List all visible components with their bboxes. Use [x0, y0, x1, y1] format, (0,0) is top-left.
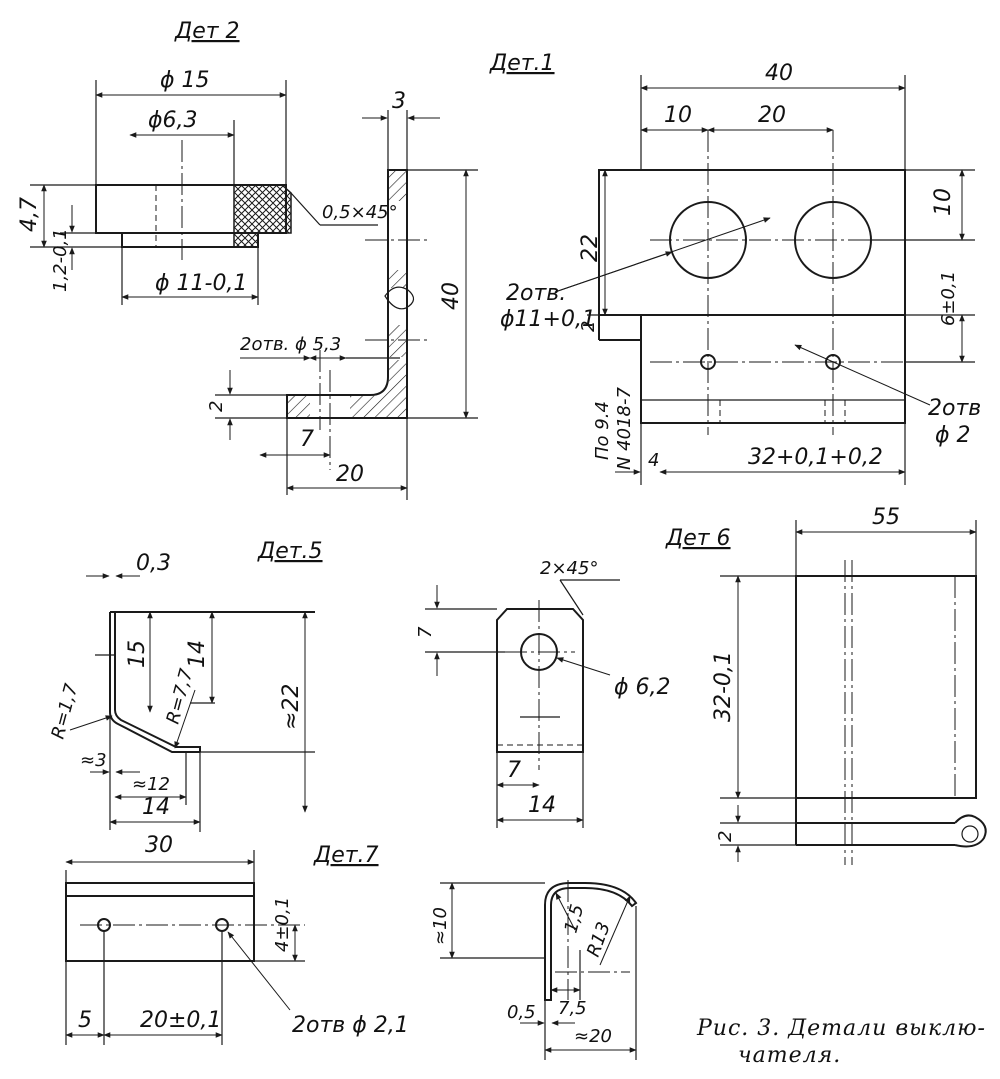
angle-clip-mark — [384, 286, 415, 310]
det1-title: Дет.1 — [489, 51, 555, 76]
clip-dim-w20-label: ≈20 — [574, 1026, 612, 1047]
det7-dim-h4-label: 4±0,1 — [272, 897, 293, 952]
det7-outline — [65, 882, 255, 962]
det7-holes-label: 2отв ϕ 2,1 — [292, 1013, 409, 1038]
det1-dim-t2-label: 2 — [578, 321, 599, 332]
angle-dim-t3-label: 3 — [392, 89, 406, 114]
det1-holes-big-label-1: 2отв. — [506, 281, 566, 306]
angle-outline — [286, 169, 408, 419]
det2-drawing: Дет 2 ϕ 15 ϕ6,3 ϕ 11-0,1 4,7 1,2-0,1 0,5… — [17, 19, 398, 305]
det1-holes-small-label-2: ϕ 2 — [935, 423, 971, 448]
det5-dim-h14-label: 14 — [185, 640, 210, 668]
angle-hatch-top — [389, 171, 406, 201]
clip-r15-label: 1,5 — [561, 902, 589, 935]
det6-hinge-loop — [954, 814, 987, 848]
figure-caption: Рис. 3. Детали выклю- чателя. — [696, 1016, 986, 1068]
det2-dim-d63-label: ϕ6,3 — [148, 108, 198, 133]
caption-line1: Рис. 3. Детали выклю- — [696, 1016, 986, 1041]
det1-dim-w10-label: 10 — [664, 103, 692, 128]
tab-dim-w14-label: 14 — [528, 793, 556, 818]
det5-r17-leader — [69, 715, 113, 731]
det5-r77-leader — [174, 689, 196, 749]
det6-drawing: Дет 6 55 32-0,1 2 — [665, 505, 987, 865]
det1-note-line1: По 9.4 — [592, 401, 613, 460]
det7-holes-leader — [227, 931, 291, 1011]
det5-r17-label: R=1,7 — [48, 681, 83, 741]
det5-dim-w12-label: ≈12 — [132, 774, 170, 795]
det5-title: Дет.5 — [257, 539, 323, 564]
clip-dim-w75-label: 7,5 — [558, 998, 587, 1019]
det2-section-hatch — [233, 184, 292, 248]
det2-chamfer-leader — [290, 192, 321, 226]
det1-dim-w20-label: 20 — [758, 103, 786, 128]
det2-chamfer-label: 0,5×45° — [322, 202, 398, 223]
det6-title: Дет 6 — [665, 526, 731, 551]
det1-dim-w32-label: 32+0,1+0,2 — [748, 445, 883, 470]
angle-holes-label: 2отв. ϕ 5,3 — [240, 334, 341, 355]
tab-hole-leader — [556, 657, 611, 676]
det7-dim-w5-label: 5 — [78, 1008, 92, 1033]
tab-dim-h7-label: 7 — [415, 626, 436, 638]
det1-dim-w40-label: 40 — [765, 61, 793, 86]
det2-dim-d15-label: ϕ 15 — [160, 68, 210, 93]
det2-dim-h12-label: 1,2-0,1 — [50, 228, 71, 292]
det5-r77-label: R=7,7 — [163, 666, 198, 726]
det6-dim-h2-label: 2 — [715, 831, 736, 842]
det7-title: Дет.7 — [313, 843, 379, 868]
det5-drawing: Дет.5 0,3 15 14 ≈22 R=1,7 R=7,7 ≈3 ≈12 1… — [48, 539, 323, 832]
clip-drawing: ≈10 1,5 R13 7,5 0,5 ≈20 — [430, 880, 638, 1060]
clip-dim-t05-label: 0,5 — [507, 1002, 536, 1023]
caption-line2: чателя. — [738, 1043, 841, 1068]
clip-profile — [544, 882, 638, 1001]
tab-hole-label: ϕ 6,2 — [614, 675, 671, 700]
det1-dim-h6-label: 6±0,1 — [938, 271, 959, 326]
angle-dim-h40-label: 40 — [439, 282, 464, 310]
angle-dim-w7-label: 7 — [300, 427, 314, 452]
det1-dim-w4-label: 4 — [648, 450, 659, 471]
tab-outline — [496, 608, 584, 753]
tab-drawing: 2×45° 7 ϕ 6,2 7 14 — [415, 558, 671, 828]
clip-dim-h10-label: ≈10 — [430, 907, 451, 945]
det7-dim-w30-label: 30 — [145, 833, 173, 858]
tab-chamfer-label: 2×45° — [540, 558, 598, 579]
det5-dim-t03-label: 0,3 — [136, 551, 171, 576]
det2-title: Дет 2 — [174, 19, 240, 44]
det1-drawing: Дет.1 40 10 20 10 22 2отв. ϕ11+0 — [489, 51, 981, 485]
det1-note-line2: N 4018-7 — [614, 387, 635, 470]
det5-dim-h22-label: ≈22 — [279, 684, 304, 730]
det5-dim-d3-label: ≈3 — [80, 750, 107, 771]
det6-plate — [795, 575, 977, 799]
det1-plate — [598, 169, 906, 316]
det6-dim-w55-label: 55 — [872, 505, 900, 530]
angle-dim-t2-label: 2 — [206, 401, 227, 412]
angle-bracket-drawing: 3 40 2отв. ϕ 5,3 2 7 20 — [206, 89, 478, 500]
angle-dim-w20-label: 20 — [336, 462, 364, 487]
det5-dim-h15-label: 15 — [125, 640, 150, 668]
det5-dim-w14-label: 14 — [142, 795, 170, 820]
clip-r13-leader — [599, 895, 631, 966]
det1-flange — [640, 314, 906, 424]
det6-dim-h32-label: 32-0,1 — [711, 651, 736, 722]
tab-chamfer-leader — [559, 579, 584, 616]
det1-holes-small-label-1: 2отв — [928, 396, 981, 421]
tab-dim-w7-label: 7 — [507, 758, 521, 783]
det2-dim-h47-label: 4,7 — [17, 197, 42, 232]
angle-hatch-corner — [350, 360, 406, 417]
det1-holes-big-label-2: ϕ11+0,1 — [500, 307, 596, 332]
det1-holes-small-leader — [794, 344, 931, 406]
det1-dim-h22-label: 22 — [578, 234, 603, 262]
det7-dim-w20-label: 20±0,1 — [140, 1008, 221, 1033]
det2-dim-d11-label: ϕ 11-0,1 — [155, 271, 247, 296]
clip-r13-label: R13 — [583, 919, 615, 959]
det1-dim-h10-label: 10 — [931, 188, 956, 216]
det7-drawing: Дет.7 30 4±0,1 5 20±0,1 2отв ϕ 2,1 — [65, 833, 409, 1045]
